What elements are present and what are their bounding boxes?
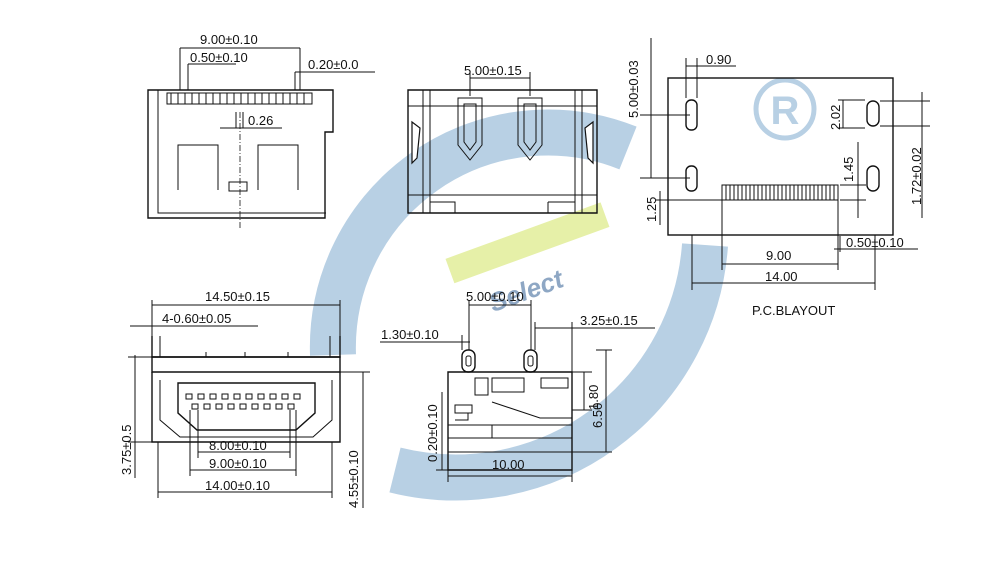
registered-mark-letter: R [771,89,800,133]
dim-line-top-pitch [187,63,236,90]
dim-pcb-slot-width: 0.90 [706,52,731,67]
dim-pcb-vertical: 5.00±0.03 [626,60,641,118]
dim-side-h1: 1.80 [586,385,601,410]
dim-line-mating-tab [130,320,258,336]
dim-mating-body: 14.00±0.10 [205,478,270,493]
dim-mating-overall: 14.50±0.15 [205,289,270,304]
top-view-inner-frame [157,90,326,214]
dim-mating-pins-outer: 9.00±0.10 [209,456,267,471]
dim-mating-total: 4.55±0.10 [346,450,361,508]
front-view-horizontals [408,105,597,196]
top-view: 9.00±0.10 0.50±0.10 0.20±0.0 0.26 [147,32,375,228]
pcb-caption: P.C.BLAYOUT [752,303,835,318]
dim-pcb-pad-span: 9.00 [766,248,791,263]
dim-line-side-left [380,335,470,350]
dim-side-left: 1.30±0.10 [381,327,439,342]
top-view-pins [170,93,305,104]
front-view-left-contact [457,97,483,161]
dim-line-pcb-vertical [640,38,690,179]
dim-line-front-width [469,72,531,96]
pcb-slot-right-upper [866,100,880,127]
dim-line-pcb-total [691,235,876,290]
dim-line-side-h2 [572,349,612,453]
dim-line-side-right [534,322,655,372]
dim-line-pcb-pad-span [721,200,839,270]
pcb-outline [667,77,894,236]
side-view-peg-right [523,349,538,373]
dim-line-pcb-pad-row [840,142,866,218]
dim-top-overall: 9.00±0.10 [200,32,258,47]
top-view-pin-row [166,92,313,105]
dim-pcb-slot-small: 1.72±0.02 [909,147,924,205]
side-view-latch [454,404,473,421]
dim-line-pcb-slot-height [838,99,865,129]
top-view-cutouts [177,144,299,190]
side-view-peg-left [461,349,476,373]
watermark-lower-arc [389,243,728,501]
dim-side-h2: 6.50 [590,403,605,428]
pcb-pads [725,185,835,200]
pcb-layout: 5.00±0.03 0.90 2.02 1.72±0.02 1.45 1.25 … [626,38,930,318]
dim-line-mating-height [128,355,152,478]
dim-line-mating-body [157,442,333,498]
side-view-top-features [474,377,569,396]
dim-line-pcb-slot-width [685,58,736,98]
dim-pcb-total: 14.00 [765,269,798,284]
dim-line-side-h1 [572,371,592,411]
dim-line-pcb-left [655,191,722,225]
dim-line-pcb-slot-small [880,92,930,218]
dim-top-offset: 0.20±0.0 [308,57,359,72]
mating-view-shell-top [151,356,341,373]
dim-mating-tab: 4-0.60±0.05 [162,311,231,326]
front-view-rails [422,90,583,213]
dim-pcb-slot-height: 2.02 [828,105,843,130]
dim-line-mating-pins-outer [189,410,297,476]
pcb-pad-row [721,184,839,201]
side-view-layers [448,424,572,453]
dim-mating-pins-inner: 8.00±0.10 [209,438,267,453]
watermark-upper-arc [309,109,637,356]
registered-mark-icon [753,77,817,141]
dim-side-length: 10.00 [492,457,525,472]
mating-view: 14.50±0.15 4-0.60±0.05 3.75±0.5 8.00±0.1… [119,289,370,508]
front-view: 5.00±0.15 [407,63,598,214]
front-view-feet [430,201,575,213]
dim-pcb-pad-row: 1.45 [841,157,856,182]
top-view-latch [228,181,248,192]
mating-view-pins-upper [185,393,301,400]
dim-pcb-left: 1.25 [644,197,659,222]
side-view-contact-arm [491,401,572,419]
dim-line-side-length [447,470,573,482]
front-view-left-clip [411,120,421,165]
dim-front-width: 5.00±0.15 [464,63,522,78]
dim-side-top: 5.00±0.10 [466,289,524,304]
dim-mating-height: 3.75±0.5 [119,424,134,475]
front-view-right-clip [584,120,594,165]
mating-view-shell [151,372,341,443]
front-view-outline [407,89,598,214]
dim-line-top-overall [179,47,301,90]
dim-top-pin: 0.26 [248,113,273,128]
dim-side-right: 3.25±0.15 [580,313,638,328]
watermark-band [445,202,610,284]
dim-line-top-offset [294,71,375,90]
dim-line-mating-total [340,371,370,508]
mating-view-inner-shell [159,380,333,438]
dim-line-pcb-pitch [834,236,918,252]
pcb-slot-right-lower [866,165,880,192]
dim-side-thickness: 0.20±0.10 [425,404,440,462]
dim-line-top-pin [220,112,282,129]
top-view-outline [147,89,334,219]
dim-line-mating-pins-inner [197,410,291,458]
dim-line-side-thickness [436,392,448,471]
front-view-right-contact [517,97,543,161]
side-view: 5.00±0.10 1.30±0.10 3.25±0.15 1.80 6.50 … [380,289,655,482]
watermark: Select R [309,77,817,501]
dim-top-pitch: 0.50±0.10 [190,50,248,65]
mating-view-tab-lines [159,336,331,357]
mating-view-pins-lower [191,403,295,410]
